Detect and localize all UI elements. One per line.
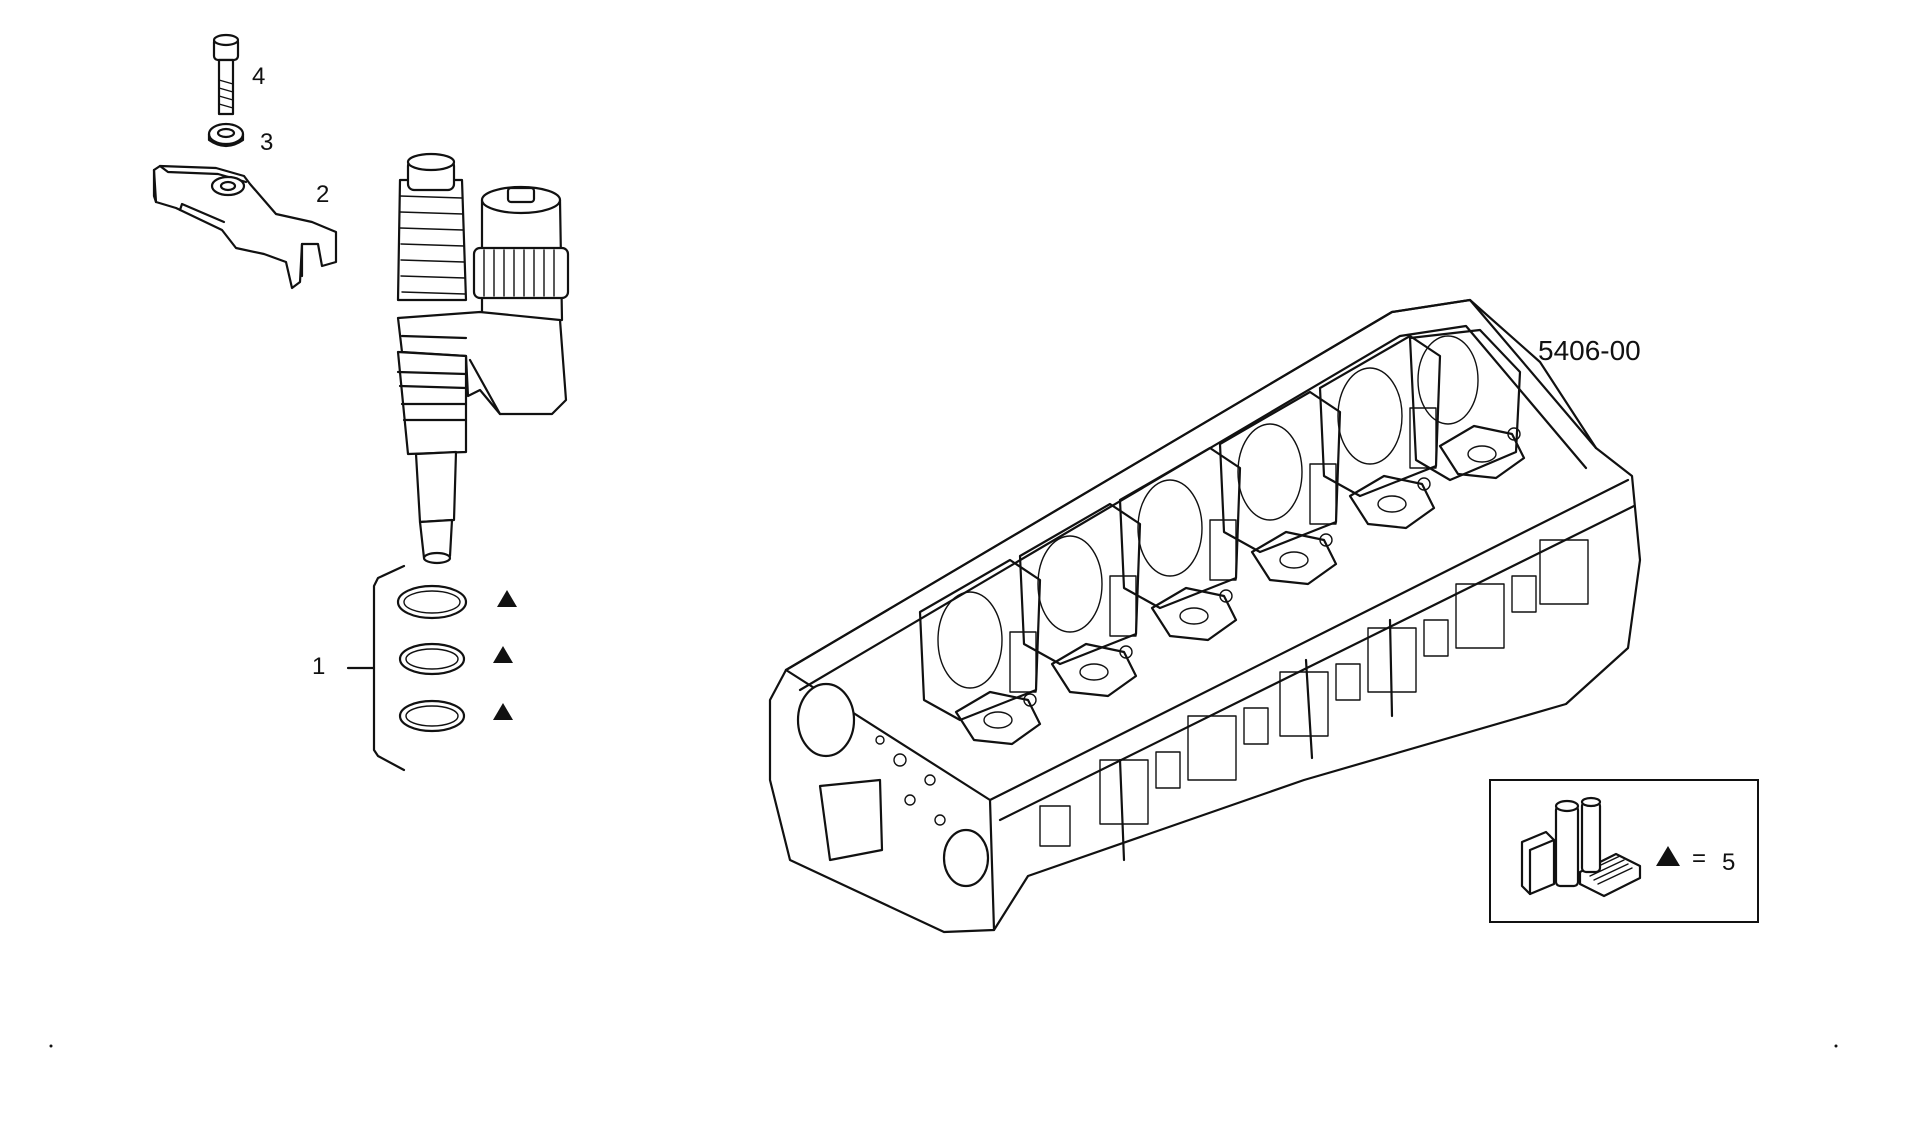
parts-kit-icon [1520, 796, 1642, 898]
injector-pad-1 [954, 690, 1042, 746]
cylinder-bay-1 [918, 558, 1042, 722]
pump-injector-part[interactable] [396, 152, 570, 565]
injector-pad-5 [1348, 474, 1436, 530]
registration-dot-left [49, 1044, 53, 1048]
diagram-code: 5406-00 [1538, 335, 1641, 366]
injector-pad-2 [1050, 642, 1138, 698]
clamp-part[interactable] [152, 164, 338, 290]
injector-pad-3 [1150, 586, 1238, 642]
washer-part[interactable] [207, 122, 245, 148]
cylinder-bay-6 [1408, 328, 1522, 482]
cylinder-bay-5 [1318, 334, 1442, 498]
callout-4: 4 [252, 63, 265, 90]
kit-triangle-icon-1 [497, 590, 517, 607]
black-triangle-icon [1656, 846, 1680, 866]
legend-equals: = [1692, 845, 1706, 872]
cylinder-head-part[interactable] [768, 298, 1642, 934]
o-ring-1[interactable] [396, 584, 468, 620]
o-ring-2[interactable] [398, 642, 466, 676]
injector-pad-4 [1250, 530, 1338, 586]
legend-kit-number: 5 [1722, 849, 1735, 876]
kit-legend: = 5 [1489, 779, 1759, 923]
callout-3: 3 [260, 129, 273, 156]
registration-dot-right [1834, 1044, 1838, 1048]
callout-1: 1 [312, 653, 325, 680]
kit-triangle-icon-3 [493, 703, 513, 720]
o-ring-3[interactable] [398, 699, 466, 733]
side-ports [1039, 539, 1589, 847]
bolt-part[interactable] [212, 33, 240, 116]
kit-triangle-icon-2 [493, 646, 513, 663]
injector-pad-6 [1438, 424, 1526, 480]
callout-2: 2 [316, 181, 329, 208]
